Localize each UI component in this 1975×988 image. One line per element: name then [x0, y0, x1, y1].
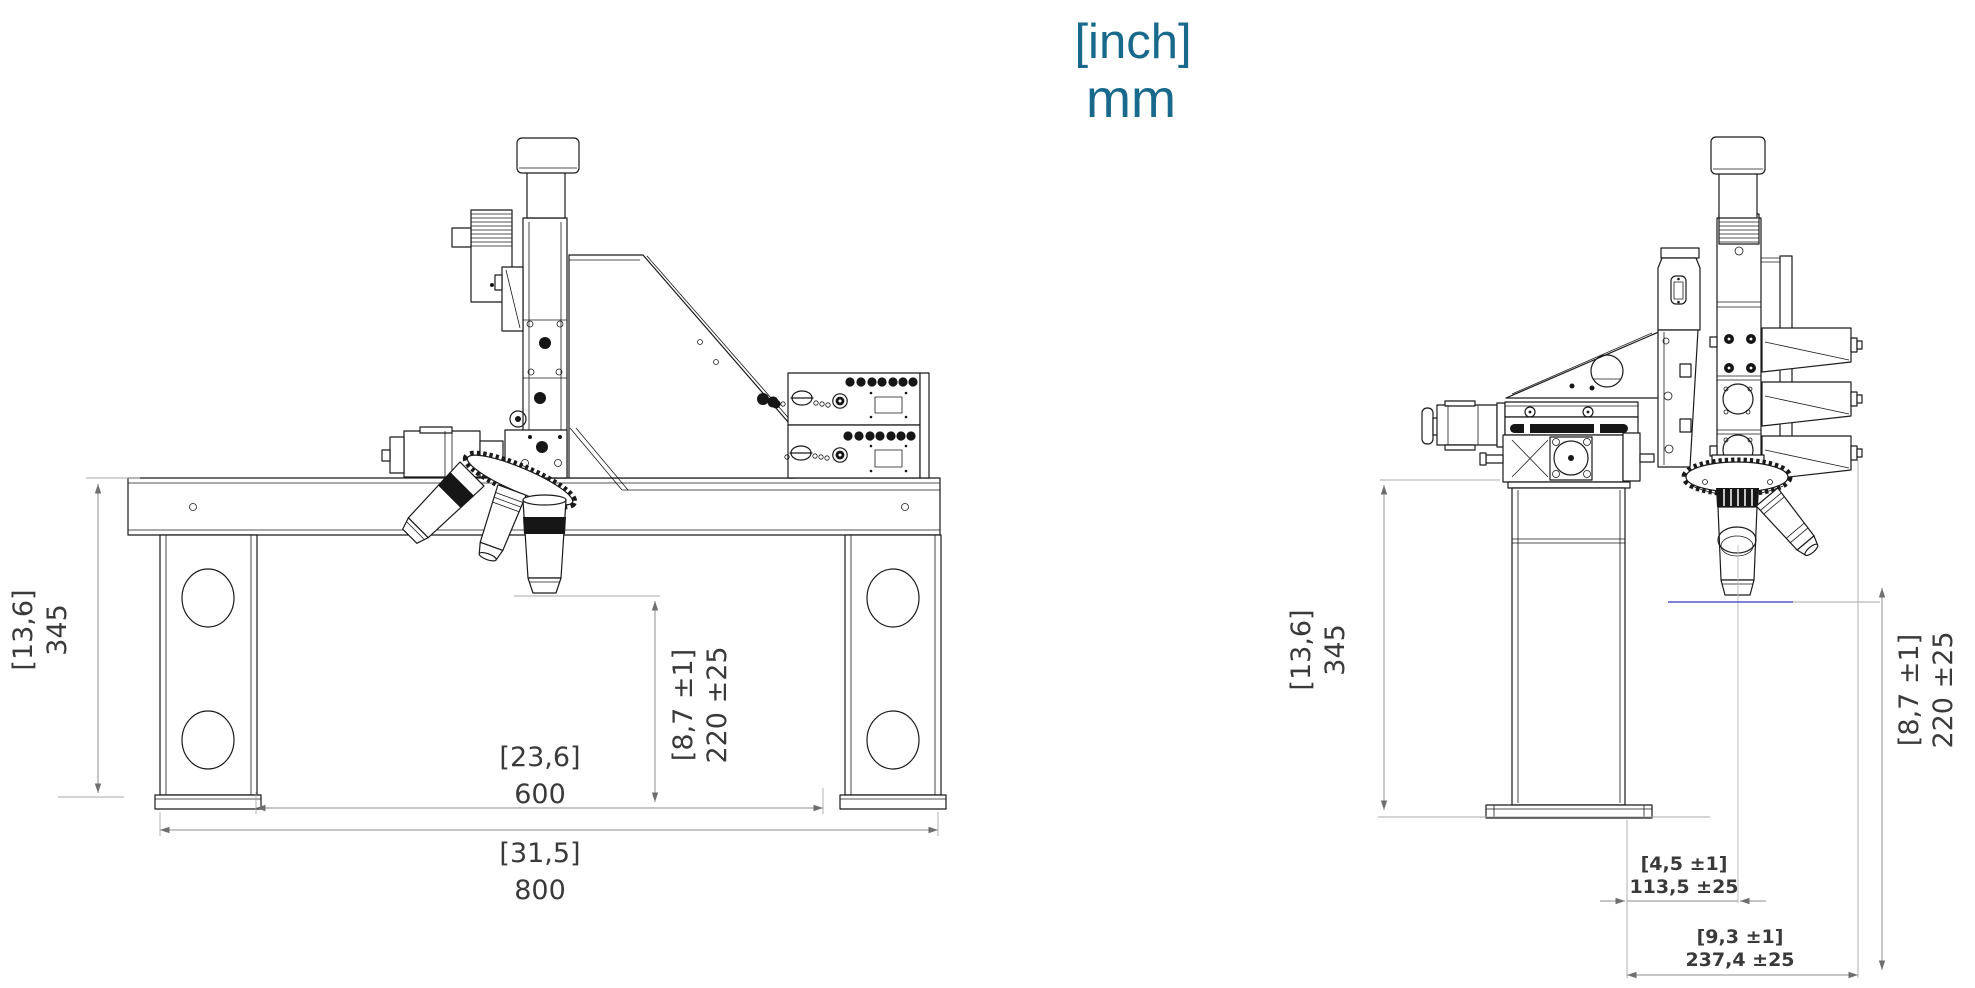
dim-outer-width-mm: 800 [514, 875, 566, 906]
dim-axis-offset-mm: 113,5 ±25 [1629, 876, 1738, 898]
dim-inner-width-inch: [23,6] [499, 742, 580, 773]
support-bracket [1505, 330, 1662, 399]
objective-down-side [1716, 488, 1759, 596]
title-inch-label: [inch] [1074, 15, 1191, 69]
controller-box-top [767, 377, 918, 419]
dim-inner-width-mm: 600 [514, 779, 566, 810]
side-column [1709, 136, 1766, 466]
objective-turret-side [1681, 454, 1793, 497]
title-mm-label: mm [1086, 69, 1176, 129]
illumination-arms [1761, 327, 1863, 481]
controller-box-bottom [784, 431, 916, 473]
base-plate [1485, 804, 1653, 819]
xy-stage [1421, 400, 1655, 483]
filter-slider [494, 266, 524, 332]
controller-stack [767, 372, 930, 479]
bracket-plate [568, 254, 940, 491]
dim-axis-offset-inch: [4,5 ±1] [1641, 853, 1728, 875]
dim-max-reach-mm: 237,4 ±25 [1685, 949, 1794, 971]
dim-outer-width-inch: [31,5] [499, 838, 580, 869]
objective-turret [462, 450, 578, 510]
dim-max-reach-inch: [9,3 ±1] [1697, 926, 1784, 948]
side-view-drawing: [13,6] 345 [8,7 ±1] 220 ±25 [4,5 ±1] 113… [1286, 136, 1959, 979]
arm-middle [1761, 381, 1863, 427]
arm-top [1761, 327, 1863, 373]
dim-clearance-side-inch: [8,7 ±1] [1894, 634, 1925, 746]
focus-tower [1657, 247, 1701, 468]
side-view-dimensions: [13,6] 345 [8,7 ±1] 220 ±25 [4,5 ±1] 113… [1286, 460, 1959, 979]
objective-left [402, 461, 485, 544]
dim-height-front-mm: 345 [42, 604, 73, 656]
dim-height-front-inch: [13,6] [8, 589, 39, 670]
camera-tube-side [1718, 172, 1758, 219]
pedestal [1485, 481, 1653, 819]
dim-clearance-front-inch: [8,7 ±1] [668, 649, 699, 761]
dim-height-side-mm: 345 [1320, 624, 1351, 676]
front-view-dimensions: [13,6] 345 [8,7 ±1] 220 ±25 [23,6] 600 [… [8, 477, 939, 906]
units-title: [inch] mm [1074, 15, 1191, 129]
objective-middle [478, 484, 527, 562]
objective-center [522, 494, 567, 594]
dim-clearance-side-mm: 220 ±25 [1928, 631, 1959, 748]
camera-tube [526, 171, 566, 219]
dim-height-side-inch: [13,6] [1286, 609, 1317, 690]
camera-port-side [1710, 136, 1766, 175]
dim-clearance-front-mm: 220 ±25 [702, 646, 733, 763]
focus-drive [1479, 432, 1655, 483]
front-view-drawing: [13,6] 345 [8,7 ±1] 220 ±25 [23,6] 600 [… [8, 137, 947, 906]
camera-port [516, 137, 580, 174]
objective-angled-side [1755, 487, 1819, 557]
